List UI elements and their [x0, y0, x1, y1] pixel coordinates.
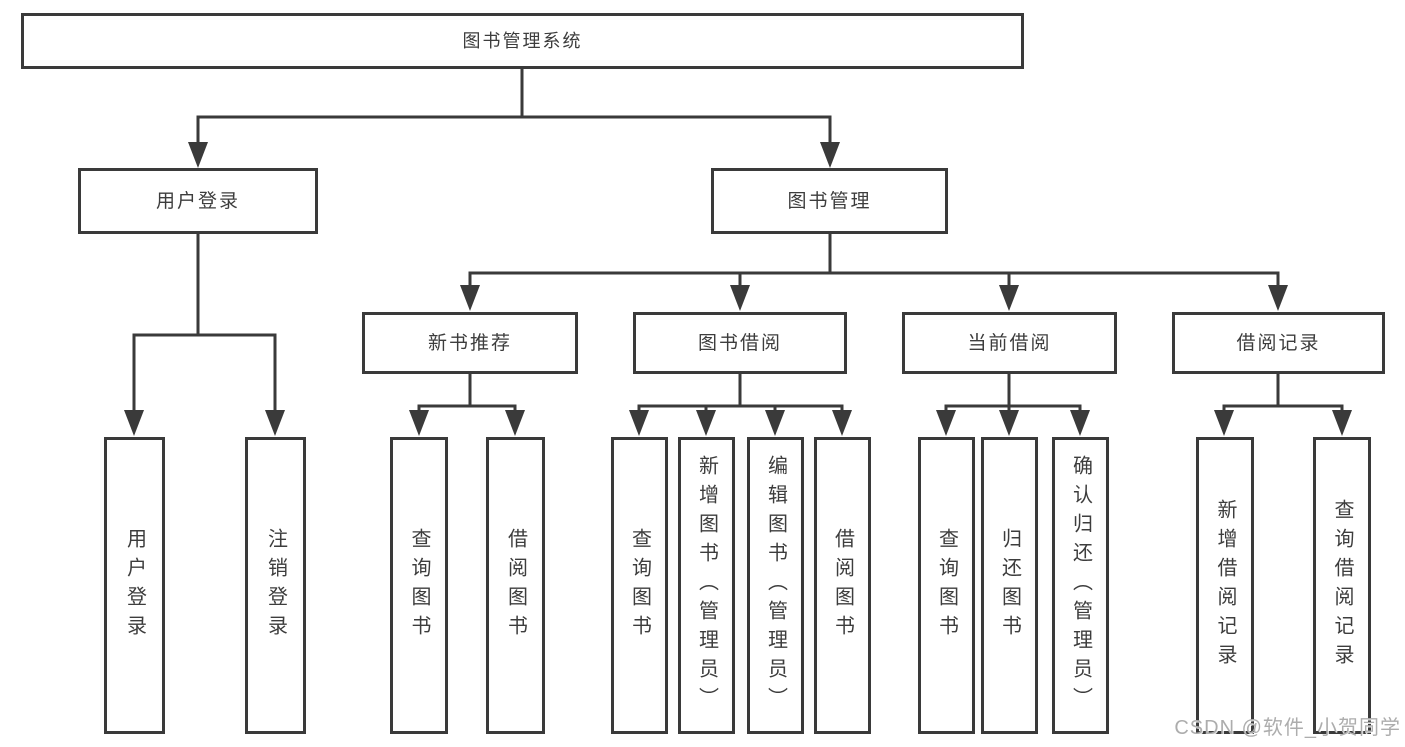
- arrow-down-icon: [820, 142, 840, 168]
- arrow-down-icon: [999, 285, 1019, 311]
- leaf-add-borrow-record: 新增借阅记录: [1196, 437, 1254, 734]
- arrow-down-icon: [629, 410, 649, 436]
- arrow-down-icon: [460, 285, 480, 311]
- leaf-return-books: 归还图书: [981, 437, 1038, 734]
- leaf-borrow-books-recommend: 借阅图书: [486, 437, 545, 734]
- arrow-down-icon: [765, 410, 785, 436]
- leaf-query-books-borrowing: 查询图书: [611, 437, 668, 734]
- node-label: 借阅记录: [1236, 332, 1321, 354]
- leaf-query-books-recommend: 查询图书: [390, 437, 448, 734]
- leaf-confirm-return-admin: 确认归还（管理员）: [1052, 437, 1109, 734]
- node-label: 用户登录: [123, 527, 146, 644]
- node-current-borrowing: 当前借阅: [902, 312, 1117, 374]
- node-label: 借阅图书: [831, 527, 854, 644]
- node-new-book-recommend: 新书推荐: [362, 312, 578, 374]
- branch-user-login-to-leaves: [124, 232, 285, 436]
- csdn-watermark: CSDN @软件_小贺同学: [1174, 717, 1401, 739]
- arrow-down-icon: [999, 410, 1019, 436]
- node-book-management: 图书管理: [711, 168, 948, 234]
- arrow-down-icon: [188, 142, 208, 168]
- arrow-down-icon: [936, 410, 956, 436]
- leaf-borrow-books-borrowing: 借阅图书: [814, 437, 871, 734]
- arrow-down-icon: [409, 410, 429, 436]
- leaf-add-books-admin: 新增图书（管理员）: [678, 437, 735, 734]
- node-label: 新增借阅记录: [1214, 498, 1236, 673]
- node-label: 图书借阅: [697, 332, 782, 354]
- arrow-down-icon: [1268, 285, 1288, 311]
- node-user-login: 用户登录: [78, 168, 318, 234]
- node-book-borrowing: 图书借阅: [633, 312, 847, 374]
- node-label: 注销登录: [264, 527, 287, 644]
- node-borrowing-records: 借阅记录: [1172, 312, 1385, 374]
- node-label: 图书管理系统: [462, 31, 583, 51]
- arrow-down-icon: [265, 410, 285, 436]
- leaf-logout-login: 注销登录: [245, 437, 306, 734]
- node-label: 新书推荐: [427, 332, 512, 354]
- branch-root-to-level2: [188, 69, 840, 168]
- node-label: 确认归还（管理员）: [1069, 455, 1092, 716]
- arrow-down-icon: [730, 285, 750, 311]
- branch-borrowing-records-to-leaves: [1214, 374, 1352, 436]
- leaf-query-books-current: 查询图书: [918, 437, 975, 734]
- arrow-down-icon: [505, 410, 525, 436]
- arrow-down-icon: [124, 410, 144, 436]
- leaf-user-login: 用户登录: [104, 437, 165, 734]
- node-label: 图书管理: [787, 190, 872, 212]
- arrow-down-icon: [1332, 410, 1352, 436]
- branch-book-management-to-level3: [460, 234, 1288, 311]
- arrow-down-icon: [696, 410, 716, 436]
- node-label: 编辑图书（管理员）: [764, 455, 787, 716]
- arrow-down-icon: [832, 410, 852, 436]
- node-library-system: 图书管理系统: [21, 13, 1024, 69]
- node-label: 查询图书: [628, 527, 651, 644]
- branch-book-borrowing-to-leaves: [629, 374, 852, 436]
- node-label: 归还图书: [998, 527, 1021, 644]
- node-label: 借阅图书: [504, 527, 527, 644]
- node-label: 查询图书: [935, 527, 958, 644]
- branch-new-book-recommend-to-leaves: [409, 374, 525, 436]
- branch-current-borrowing-to-leaves: [936, 374, 1090, 436]
- arrow-down-icon: [1070, 410, 1090, 436]
- leaf-edit-books-admin: 编辑图书（管理员）: [747, 437, 804, 734]
- node-label: 查询图书: [408, 527, 430, 644]
- leaf-query-borrow-record: 查询借阅记录: [1313, 437, 1371, 734]
- node-label: 用户登录: [155, 190, 240, 212]
- node-label: 新增图书（管理员）: [695, 455, 718, 716]
- node-label: 当前借阅: [967, 332, 1052, 354]
- arrow-down-icon: [1214, 410, 1234, 436]
- node-label: 查询借阅记录: [1331, 498, 1353, 673]
